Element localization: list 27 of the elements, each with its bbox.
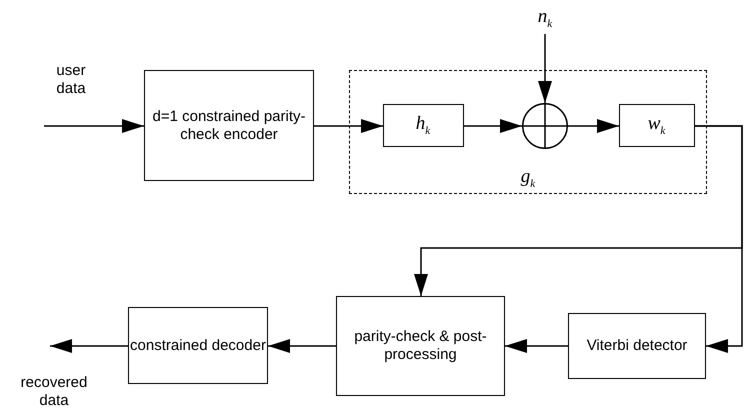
equalizer-block <box>618 104 694 146</box>
arrow <box>44 119 144 133</box>
block-label: d=1 constrained parity-check encoder <box>151 108 306 144</box>
block-label: parity-check & post-processing <box>353 328 488 364</box>
arrow <box>505 339 568 353</box>
arrow <box>314 119 383 133</box>
signal-label: user data <box>55 62 87 98</box>
block-label: Viterbi detector <box>586 337 688 355</box>
filter-block <box>382 104 464 146</box>
summing-junction <box>522 102 568 148</box>
arrow <box>568 119 619 133</box>
post-processor-block <box>336 296 505 396</box>
math-symbol: w$_{k}$ <box>648 112 666 138</box>
arrow <box>268 339 336 353</box>
arrow <box>50 339 128 353</box>
channel-group <box>349 70 707 194</box>
math-symbol: h$_{k}$ <box>416 112 430 138</box>
detector-block <box>568 313 706 379</box>
arrow <box>464 119 522 133</box>
arrow <box>414 125 743 296</box>
decoder-block <box>128 307 268 384</box>
signal-label: recovered data <box>20 374 88 410</box>
block-label: constrained decoder <box>130 336 266 354</box>
encoder-block <box>144 70 314 181</box>
arrow <box>538 34 552 103</box>
math-symbol: n$_{k}$ <box>538 6 552 30</box>
math-symbol: g$_{k}$ <box>520 166 536 191</box>
